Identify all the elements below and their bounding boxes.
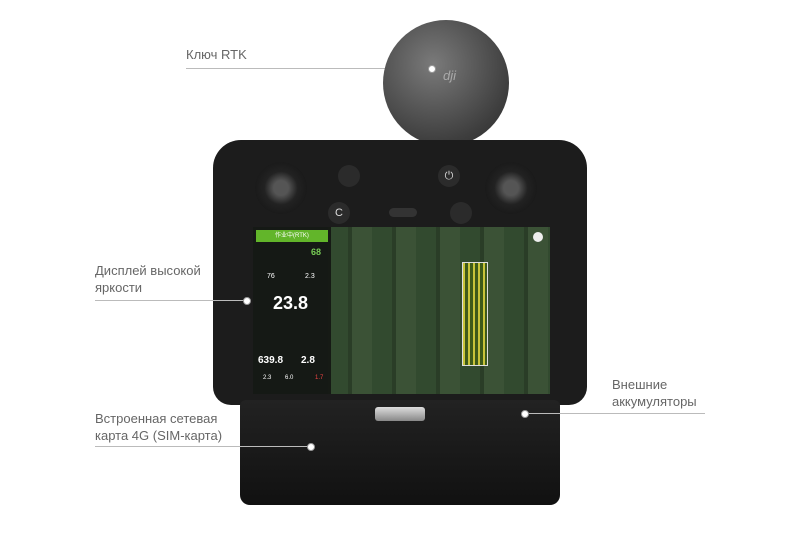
rtk-dongle: dji [383,20,509,146]
rtk-callout-label: Ключ RTK [186,47,247,62]
sim-label-line1: Встроенная сетевая [95,411,218,426]
small-value-1: 2.3 [263,375,272,381]
display-label-line1: Дисплей высокой [95,263,201,278]
custom-button[interactable] [450,202,472,224]
rtk-callout-dot [428,65,436,73]
sim-callout-label: Встроенная сетевая карта 4G (SIM-карта) [95,410,222,444]
battery-callout-dot [521,410,529,418]
battery-level: 68 [311,247,322,257]
stat-1: 76 [267,273,275,280]
area-value: 639.8 [258,355,284,366]
display-callout-label: Дисплей высокой яркости [95,262,201,296]
display-callout-dot [243,297,251,305]
main-value: 23.8 [273,293,309,313]
sim-label-line2: карта 4G (SIM-карта) [95,428,223,443]
dji-logo: dji [443,68,457,83]
right-joystick[interactable] [485,162,537,214]
speed-value: 2.8 [301,355,315,366]
sim-callout-line [95,446,310,447]
battery-callout-line [525,413,705,414]
telemetry-panel: 作业中(RTK) 68 76 2.3 23.8 639.8 2.8 2.3 6.… [253,227,331,394]
display-label-line2: яркости [95,280,143,295]
stat-2: 2.3 [305,273,315,280]
power-button[interactable]: ⏻ [438,165,460,187]
display-screen[interactable]: 暂停 结束 作业中(RTK) 68 76 2.3 23.8 639.8 2.8 … [253,227,550,394]
left-joystick[interactable] [255,162,307,214]
battery-label-line2: аккумуляторы [612,394,697,409]
return-home-button[interactable] [338,165,360,187]
c-button[interactable]: C [328,202,350,224]
small-value-3: 1.7 [315,375,324,381]
mode-banner: 作业中(RTK) [256,230,328,242]
battery-label-line1: Внешние [612,377,668,392]
mode-switch[interactable] [389,208,417,217]
battery-callout-label: Внешние аккумуляторы [612,376,697,410]
external-battery [240,400,560,505]
map-view[interactable]: 暂停 结束 [328,227,550,394]
sim-callout-dot [307,443,315,451]
settings-icon[interactable] [533,232,543,242]
small-value-2: 6.0 [285,375,294,381]
display-callout-line [95,300,245,301]
battery-latch[interactable] [375,407,425,421]
rtk-callout-line [186,68,432,69]
field-route [462,262,488,366]
